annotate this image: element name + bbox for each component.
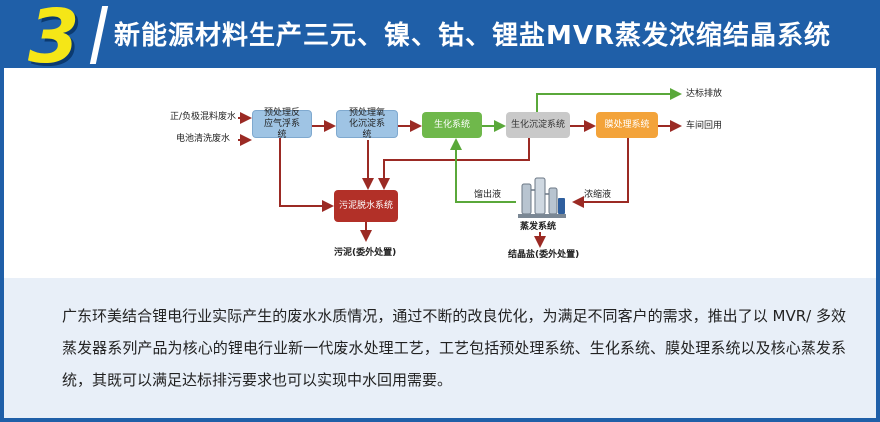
output-sludge: 污泥(委外处置)	[334, 248, 397, 258]
description-panel: 广东环美结合锂电行业实际产生的废水水质情况，通过不断的改良优化，为满足不同客户的…	[4, 278, 876, 418]
node-sludge: 污泥脱水系统	[334, 190, 398, 222]
output-reuse: 车间回用	[686, 121, 723, 131]
description-text: 广东环美结合锂电行业实际产生的废水水质情况，通过不断的改良优化，为满足不同客户的…	[62, 307, 846, 389]
arrow-settle-to-discharge	[536, 88, 682, 114]
node-pretreat-float-label: 预处理反应气浮系统	[263, 107, 300, 140]
node-bio-settle: 生化沉淀系统	[506, 112, 570, 138]
process-flow-diagram: 正/负极混料废水 电池清洗废水 预处理反应气浮系统 预处理氧化沉淀系统 生化系统…	[4, 70, 876, 278]
arrow-evap-to-bio	[450, 138, 516, 203]
edge-label-distillate: 馏出液	[474, 190, 502, 200]
section-number-badge: 3	[28, 0, 90, 74]
node-sludge-label: 污泥脱水系统	[338, 200, 393, 211]
arrow-float-to-sludge	[279, 136, 334, 212]
input-label-1: 正/负极混料废水	[170, 112, 237, 122]
page-title: 新能源材料生产三元、镍、钴、锂盐MVR蒸发浓缩结晶系统	[114, 21, 832, 51]
evaporator-icon	[518, 177, 566, 218]
node-bio: 生化系统	[422, 112, 482, 138]
flow-arrows	[238, 88, 682, 248]
evap-label: 蒸发系统	[520, 222, 557, 232]
edge-label-concentrate: 浓缩液	[584, 190, 612, 200]
output-salt: 结晶盐(委外处置)	[508, 250, 580, 260]
node-pretreat-oxid: 预处理氧化沉淀系统	[336, 107, 398, 140]
node-bio-label: 生化系统	[433, 119, 470, 130]
arrow-membrane-to-evap	[572, 138, 629, 208]
node-membrane-label: 膜处理系统	[604, 119, 650, 130]
node-membrane: 膜处理系统	[596, 112, 658, 138]
node-pretreat-float: 预处理反应气浮系统	[252, 107, 312, 140]
header-banner: 3 新能源材料生产三元、镍、钴、锂盐MVR蒸发浓缩结晶系统	[0, 0, 880, 74]
input-label-2: 电池清洗废水	[176, 134, 231, 144]
node-pretreat-oxid-label: 预处理氧化沉淀系统	[348, 107, 385, 140]
output-discharge: 达标排放	[686, 89, 723, 99]
node-bio-settle-label: 生化沉淀系统	[510, 119, 565, 130]
section-number: 3	[28, 0, 80, 80]
